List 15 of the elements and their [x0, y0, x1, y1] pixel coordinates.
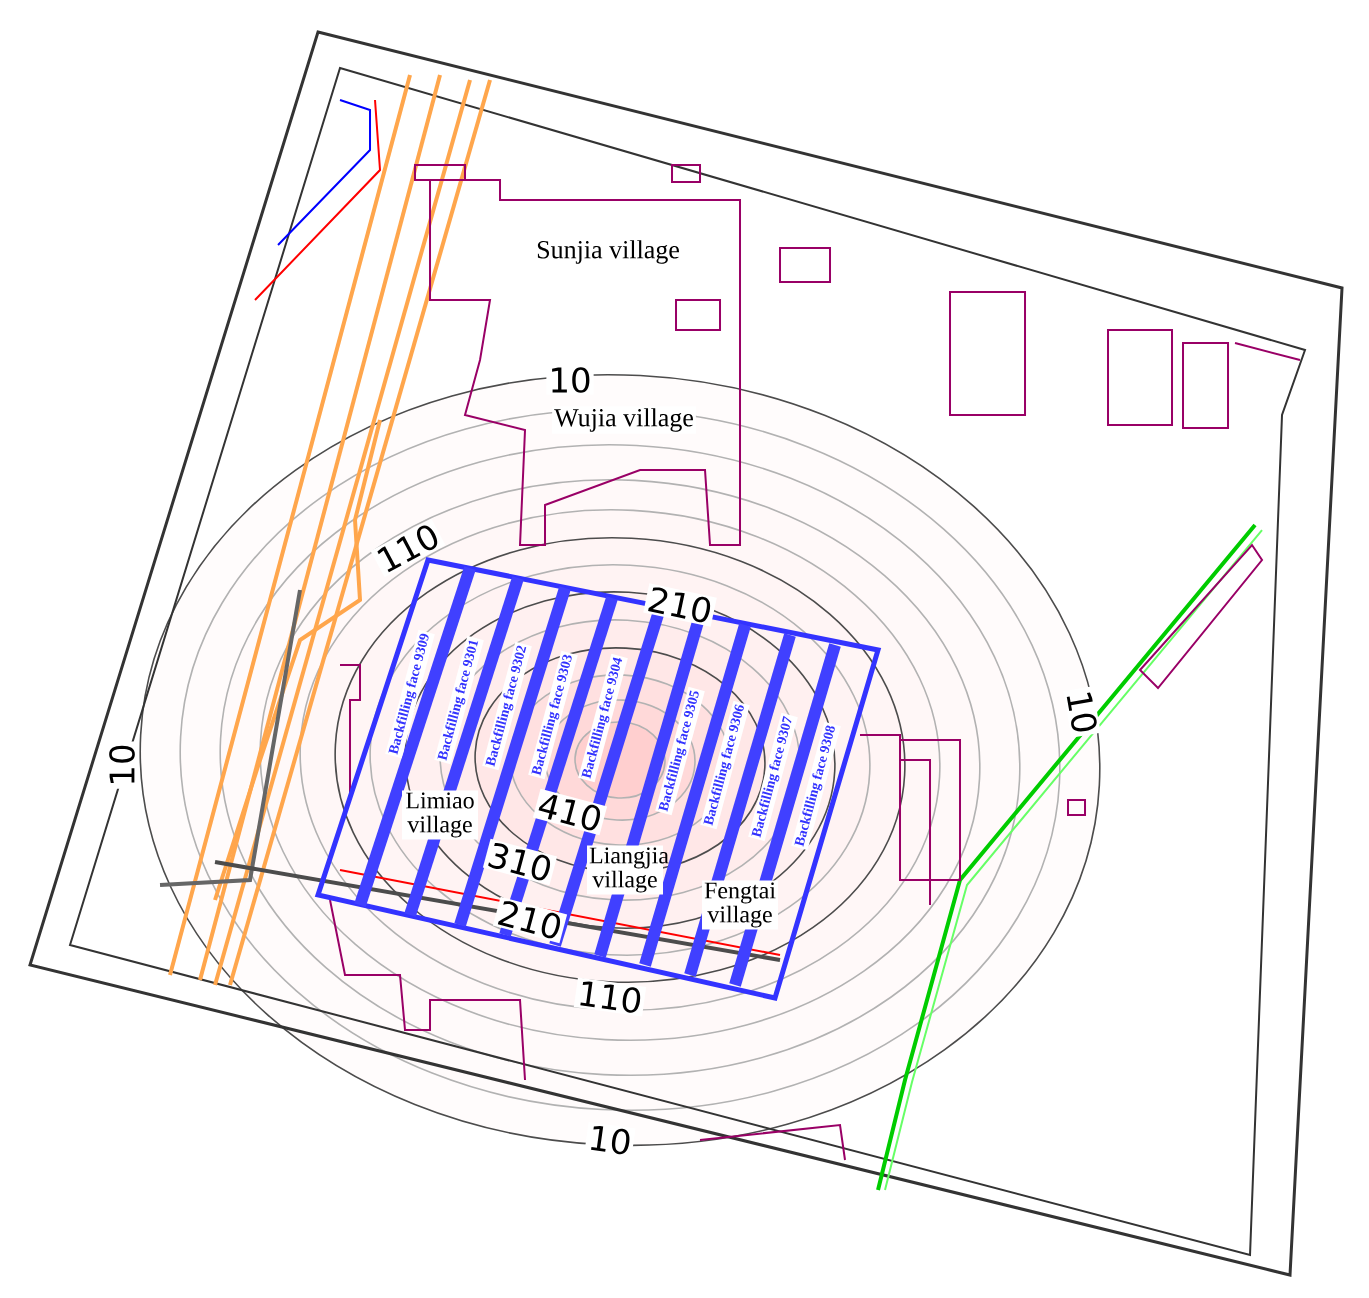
contour-label: 310 [482, 838, 558, 886]
contour-label: 410 [532, 788, 608, 836]
map-label: Sunjia village [534, 238, 682, 266]
map-label: Liangjia village [587, 845, 669, 895]
contour-label: 10 [107, 741, 137, 789]
contour-label: 210 [643, 583, 717, 627]
map-label: Limiao village [402, 790, 478, 840]
map-label: Wujia village [552, 406, 696, 434]
contour-label: 10 [546, 365, 594, 395]
map-label: Fengtai village [702, 880, 778, 930]
contour-label: 210 [492, 896, 568, 944]
contour-label: 110 [370, 518, 446, 578]
contour-label: 110 [573, 977, 647, 1017]
contour-label: 10 [1063, 686, 1101, 738]
contour-label: 10 [584, 1122, 636, 1158]
